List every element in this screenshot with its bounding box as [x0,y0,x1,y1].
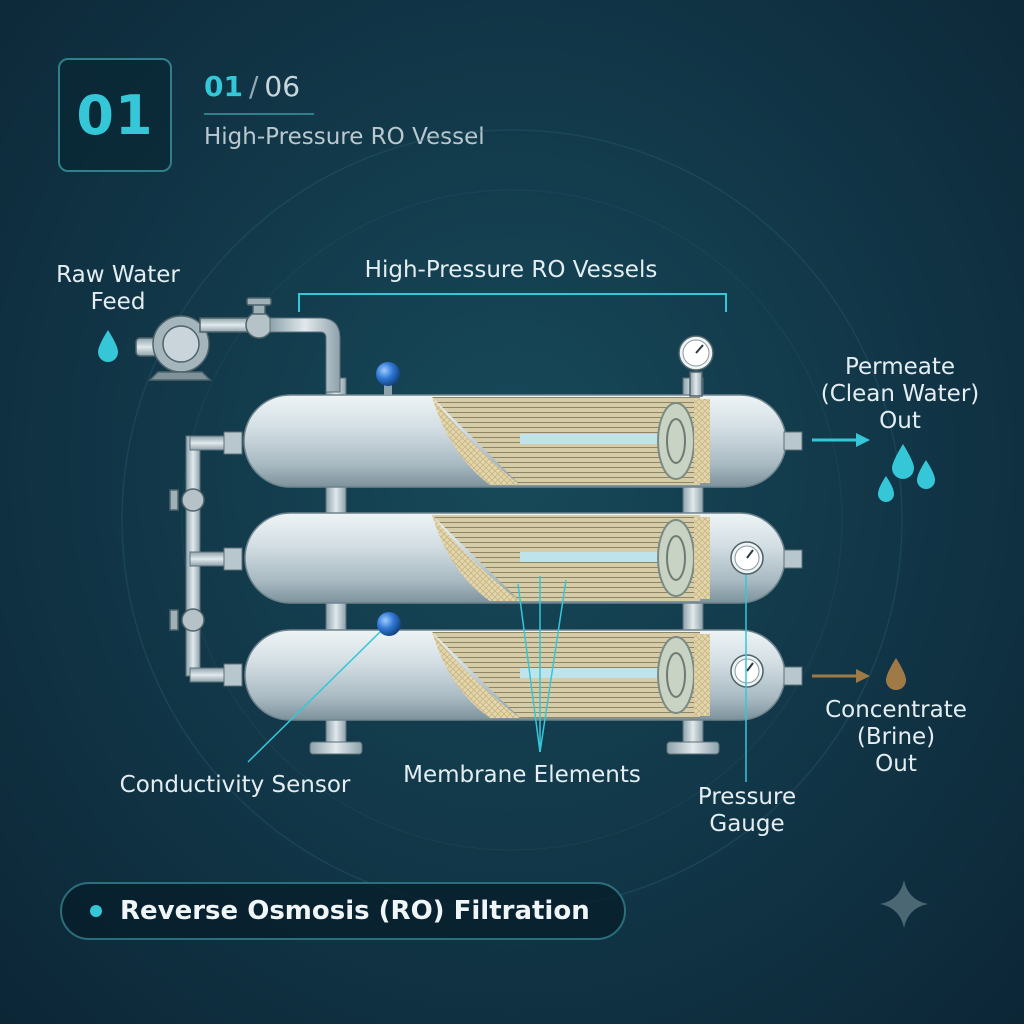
footer-title-pill: Reverse Osmosis (RO) Filtration [60,882,626,940]
ro-vessel-2 [244,512,803,604]
feed-manifold [185,431,243,687]
pump-icon [135,315,261,381]
footer-title: Reverse Osmosis (RO) Filtration [120,896,590,926]
raw-water-feed-label: Raw Water Feed [56,262,180,315]
step-current: 01 [204,70,243,103]
membrane-elements-label: Membrane Elements [403,762,641,788]
arrow-right-icon [812,433,870,447]
conductivity-sensor-icon [376,362,400,396]
step-counter: 01/06 [204,70,300,103]
step-number: 01 [76,83,154,147]
step-total: 06 [264,70,301,103]
concentrate-label: Concentrate (Brine) Out [825,697,967,777]
manifold-valve-icon [169,488,205,632]
ro-vessel-1 [243,394,803,488]
vessels-bracket [298,293,727,312]
arrow-right-icon [812,669,870,683]
permeate-label: Permeate (Clean Water) Out [820,354,980,434]
step-separator: / [248,70,259,103]
conductivity-sensor-icon [377,612,401,636]
step-subtitle: High-Pressure RO Vessel [204,124,485,150]
bullet-dot-icon [90,905,102,917]
valve-icon [245,297,273,339]
water-drop-icon [886,658,906,690]
pressure-gauge-icon [678,335,714,397]
pressure-gauge-icon [730,654,764,688]
sparkle-icon [880,880,928,928]
feed-pipe [269,317,341,393]
pressure-gauge-icon [730,541,764,575]
vessels-label: High-Pressure RO Vessels [364,257,658,283]
water-drop-icon [98,330,118,362]
water-drop-icon [878,444,935,502]
step-number-badge: 01 [58,58,172,172]
ro-vessel-3 [244,629,803,721]
callout-lines [247,575,747,782]
pressure-gauge-label: Pressure Gauge [697,784,797,837]
conductivity-sensor-label: Conductivity Sensor [119,772,351,798]
step-underline [204,113,314,115]
